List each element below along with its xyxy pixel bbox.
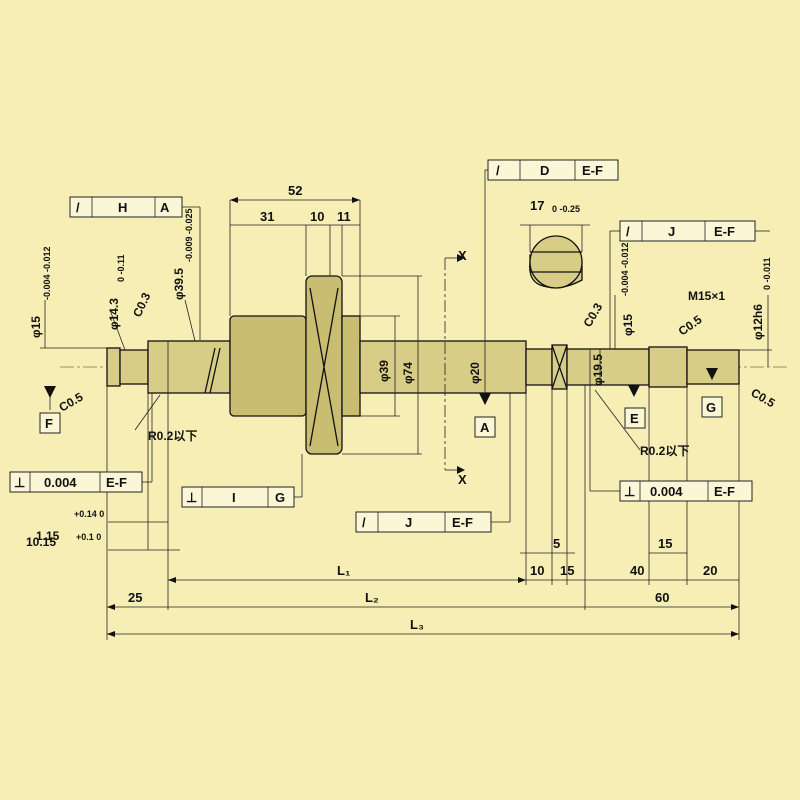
dim-L1: L₁ xyxy=(337,563,350,578)
dim-31: 31 xyxy=(260,209,274,224)
diam-phi19-5: φ19.5 xyxy=(591,354,605,386)
diam-phi12h6: φ12h6 xyxy=(751,304,765,340)
dim-1-15: 1.15 xyxy=(36,529,60,543)
ball-nut-body xyxy=(229,315,307,417)
thread-m15 xyxy=(648,346,688,388)
fcf-boxes xyxy=(9,159,756,533)
datum-g: G xyxy=(706,400,716,415)
fcf-d-symbol: / xyxy=(496,163,500,178)
dim-60: 60 xyxy=(655,590,669,605)
diam-phi15-right-tol: -0.004 -0.012 xyxy=(620,242,630,296)
section-x-top: X xyxy=(458,248,467,263)
dim-L3: L₃ xyxy=(410,617,424,632)
fcf-perp-left-symbol: ⊥ xyxy=(14,475,25,490)
fcf-j-right-datum: E-F xyxy=(714,224,735,239)
label-c05-right: C0.5 xyxy=(749,385,778,410)
left-bearing-seat xyxy=(147,340,231,394)
fcf-h-tol: H xyxy=(118,200,127,215)
dim-10-top: 10 xyxy=(310,209,324,224)
fcf-perp-right-datum: E-F xyxy=(714,484,735,499)
section-x-bottom: X xyxy=(458,472,467,487)
fcf-h-symbol: / xyxy=(76,200,80,215)
diam-phi39-bearing-tol: -0.009 -0.025 xyxy=(184,208,194,262)
label-c05-left: C0.5 xyxy=(57,390,86,415)
label-c03-right: C0.3 xyxy=(580,300,605,329)
dim-10-15: 10.15 xyxy=(26,535,56,549)
diam-phi14-3-tol: 0 -0.11 xyxy=(116,254,126,282)
fcf-j-right-symbol: / xyxy=(626,224,630,239)
fcf-h-datum: A xyxy=(160,200,170,215)
left-end-journal xyxy=(106,347,121,387)
shaft xyxy=(60,275,790,455)
arrowheads xyxy=(44,197,739,637)
label-r02-right: R0.2以下 xyxy=(640,444,689,458)
dimension-lines xyxy=(40,169,772,640)
dim-5: 5 xyxy=(553,536,560,551)
diam-phi15-right: φ15 xyxy=(621,314,635,336)
dim-15-a: 15 xyxy=(560,563,574,578)
fcf-j-mid-tol: J xyxy=(405,515,412,530)
right-journal xyxy=(566,348,650,386)
dim-20: 20 xyxy=(703,563,717,578)
dim-1-15-tol: +0.14 0 xyxy=(74,509,104,519)
datum-a: A xyxy=(480,420,490,435)
label-thread: M15×1 xyxy=(688,289,725,303)
nut-collar xyxy=(341,315,361,417)
diam-phi74: φ74 xyxy=(401,362,415,384)
dim-25: 25 xyxy=(128,590,142,605)
diam-phi39: φ39 xyxy=(377,360,391,382)
fcf-i-symbol: ⊥ xyxy=(186,490,197,505)
fcf-j-mid-datum: E-F xyxy=(452,515,473,530)
label-r02-left: R0.2以下 xyxy=(148,429,197,443)
left-groove xyxy=(119,349,149,385)
fcf-j-mid-symbol: / xyxy=(362,515,366,530)
flange-cross xyxy=(309,287,339,447)
dim-17: 17 xyxy=(530,198,544,213)
diam-phi15-left-tol: -0.004 -0.012 xyxy=(42,246,52,300)
fcf-i-datum: G xyxy=(275,490,285,505)
diam-phi39-bearing: φ39.5 xyxy=(172,268,186,300)
dim-52: 52 xyxy=(288,183,302,198)
dim-L2: L₂ xyxy=(365,590,379,605)
fcf-perp-left-tol: 0.004 xyxy=(44,475,77,490)
fcf-perp-right-tol: 0.004 xyxy=(650,484,683,499)
dim-10-15-tol: +0.1 0 xyxy=(76,532,101,542)
fcf-i-tol: I xyxy=(232,490,236,505)
fcf-d-datum: E-F xyxy=(582,163,603,178)
label-c03-left: C0.3 xyxy=(130,290,154,319)
datum-f: F xyxy=(45,416,53,431)
fcf-d-tol: D xyxy=(540,163,549,178)
dim-40: 40 xyxy=(630,563,644,578)
right-end-phi12 xyxy=(686,349,740,385)
fcf-perp-right-symbol: ⊥ xyxy=(624,484,635,499)
dim-15-b: 15 xyxy=(658,536,672,551)
diam-phi14-3: φ14.3 xyxy=(107,298,121,330)
diam-phi20: φ20 xyxy=(468,362,482,384)
fcf-perp-left-datum: E-F xyxy=(106,475,127,490)
dim-17-tol: 0 -0.25 xyxy=(552,204,580,214)
dim-10-bottom: 10 xyxy=(530,563,544,578)
diam-phi15-left: φ15 xyxy=(29,316,43,338)
label-c05-mid: C0.5 xyxy=(676,312,705,338)
diam-phi12h6-tol: 0 -0.011 xyxy=(762,257,772,290)
fcf-j-right-tol: J xyxy=(668,224,675,239)
dim-11: 11 xyxy=(337,209,351,224)
right-neck xyxy=(525,348,553,386)
break-mark xyxy=(204,347,221,394)
datum-e: E xyxy=(630,411,639,426)
section-view xyxy=(520,224,590,289)
